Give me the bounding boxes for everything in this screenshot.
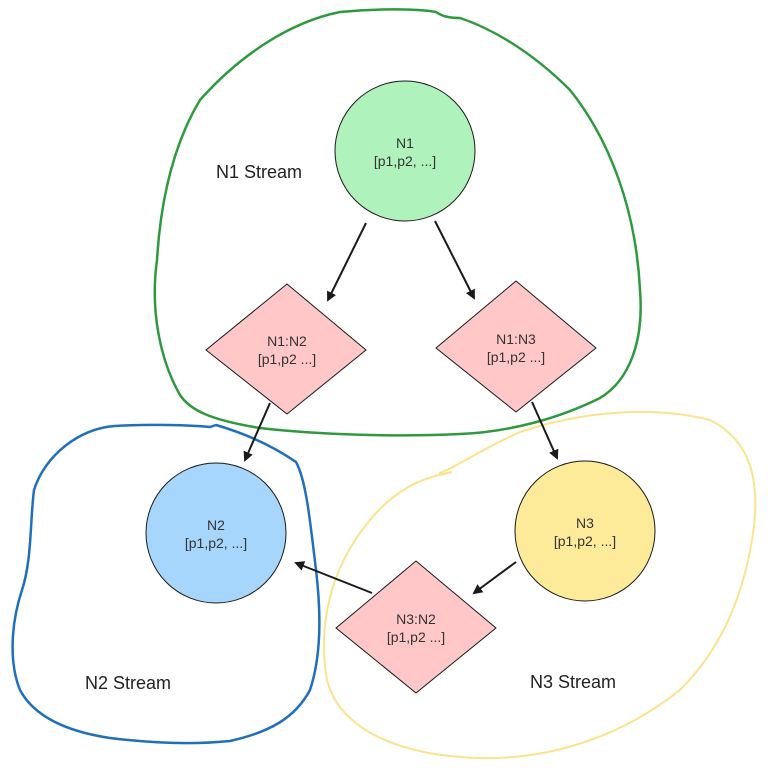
edge-n1n3-to-n3 xyxy=(531,401,559,460)
node-n2[interactable]: N2 [p1,p2, ...] xyxy=(145,462,287,604)
edge-n1n2-to-n2 xyxy=(243,402,271,462)
n1-stream-outline xyxy=(153,8,642,437)
node-n1-n2[interactable]: N1:N2 [p1,p2 ...] xyxy=(205,283,367,415)
node-n1-n2-title: N1:N2 xyxy=(267,333,307,349)
node-n2-items: [p1,p2, ...] xyxy=(185,535,247,551)
node-n3-items: [p1,p2, ...] xyxy=(554,533,616,549)
n2-stream-label: N2 Stream xyxy=(85,673,171,693)
node-n1-n3[interactable]: N1:N3 [p1,p2 ...] xyxy=(435,280,597,413)
node-n3[interactable]: N3 [p1,p2, ...] xyxy=(514,460,656,602)
edge-n1-to-n1n2 xyxy=(327,222,367,302)
n1-stream-label: N1 Stream xyxy=(216,162,302,182)
n3-stream-outline xyxy=(322,410,757,760)
node-n1[interactable]: N1 [p1,p2, ...] xyxy=(334,80,476,222)
edge-n3n2-to-n2 xyxy=(294,561,373,594)
n3-stream-label: N3 Stream xyxy=(530,672,616,692)
node-n1-title: N1 xyxy=(396,135,414,151)
node-n3-title: N3 xyxy=(576,515,594,531)
node-n1-n2-items: [p1,p2 ...] xyxy=(258,351,316,367)
node-n1-n3-items: [p1,p2 ...] xyxy=(487,349,545,365)
edge-n3-to-n3n2 xyxy=(472,561,517,595)
n2-stream-outline xyxy=(11,423,321,745)
node-n3-n2-items: [p1,p2 ...] xyxy=(387,629,445,645)
node-n1-n3-title: N1:N3 xyxy=(496,331,536,347)
node-n3-n2[interactable]: N3:N2 [p1,p2 ...] xyxy=(335,560,497,694)
edge-n1-to-n1n3 xyxy=(434,220,475,300)
node-n3-n2-title: N3:N2 xyxy=(396,611,436,627)
node-n1-items: [p1,p2, ...] xyxy=(374,153,436,169)
node-n2-title: N2 xyxy=(207,517,225,533)
